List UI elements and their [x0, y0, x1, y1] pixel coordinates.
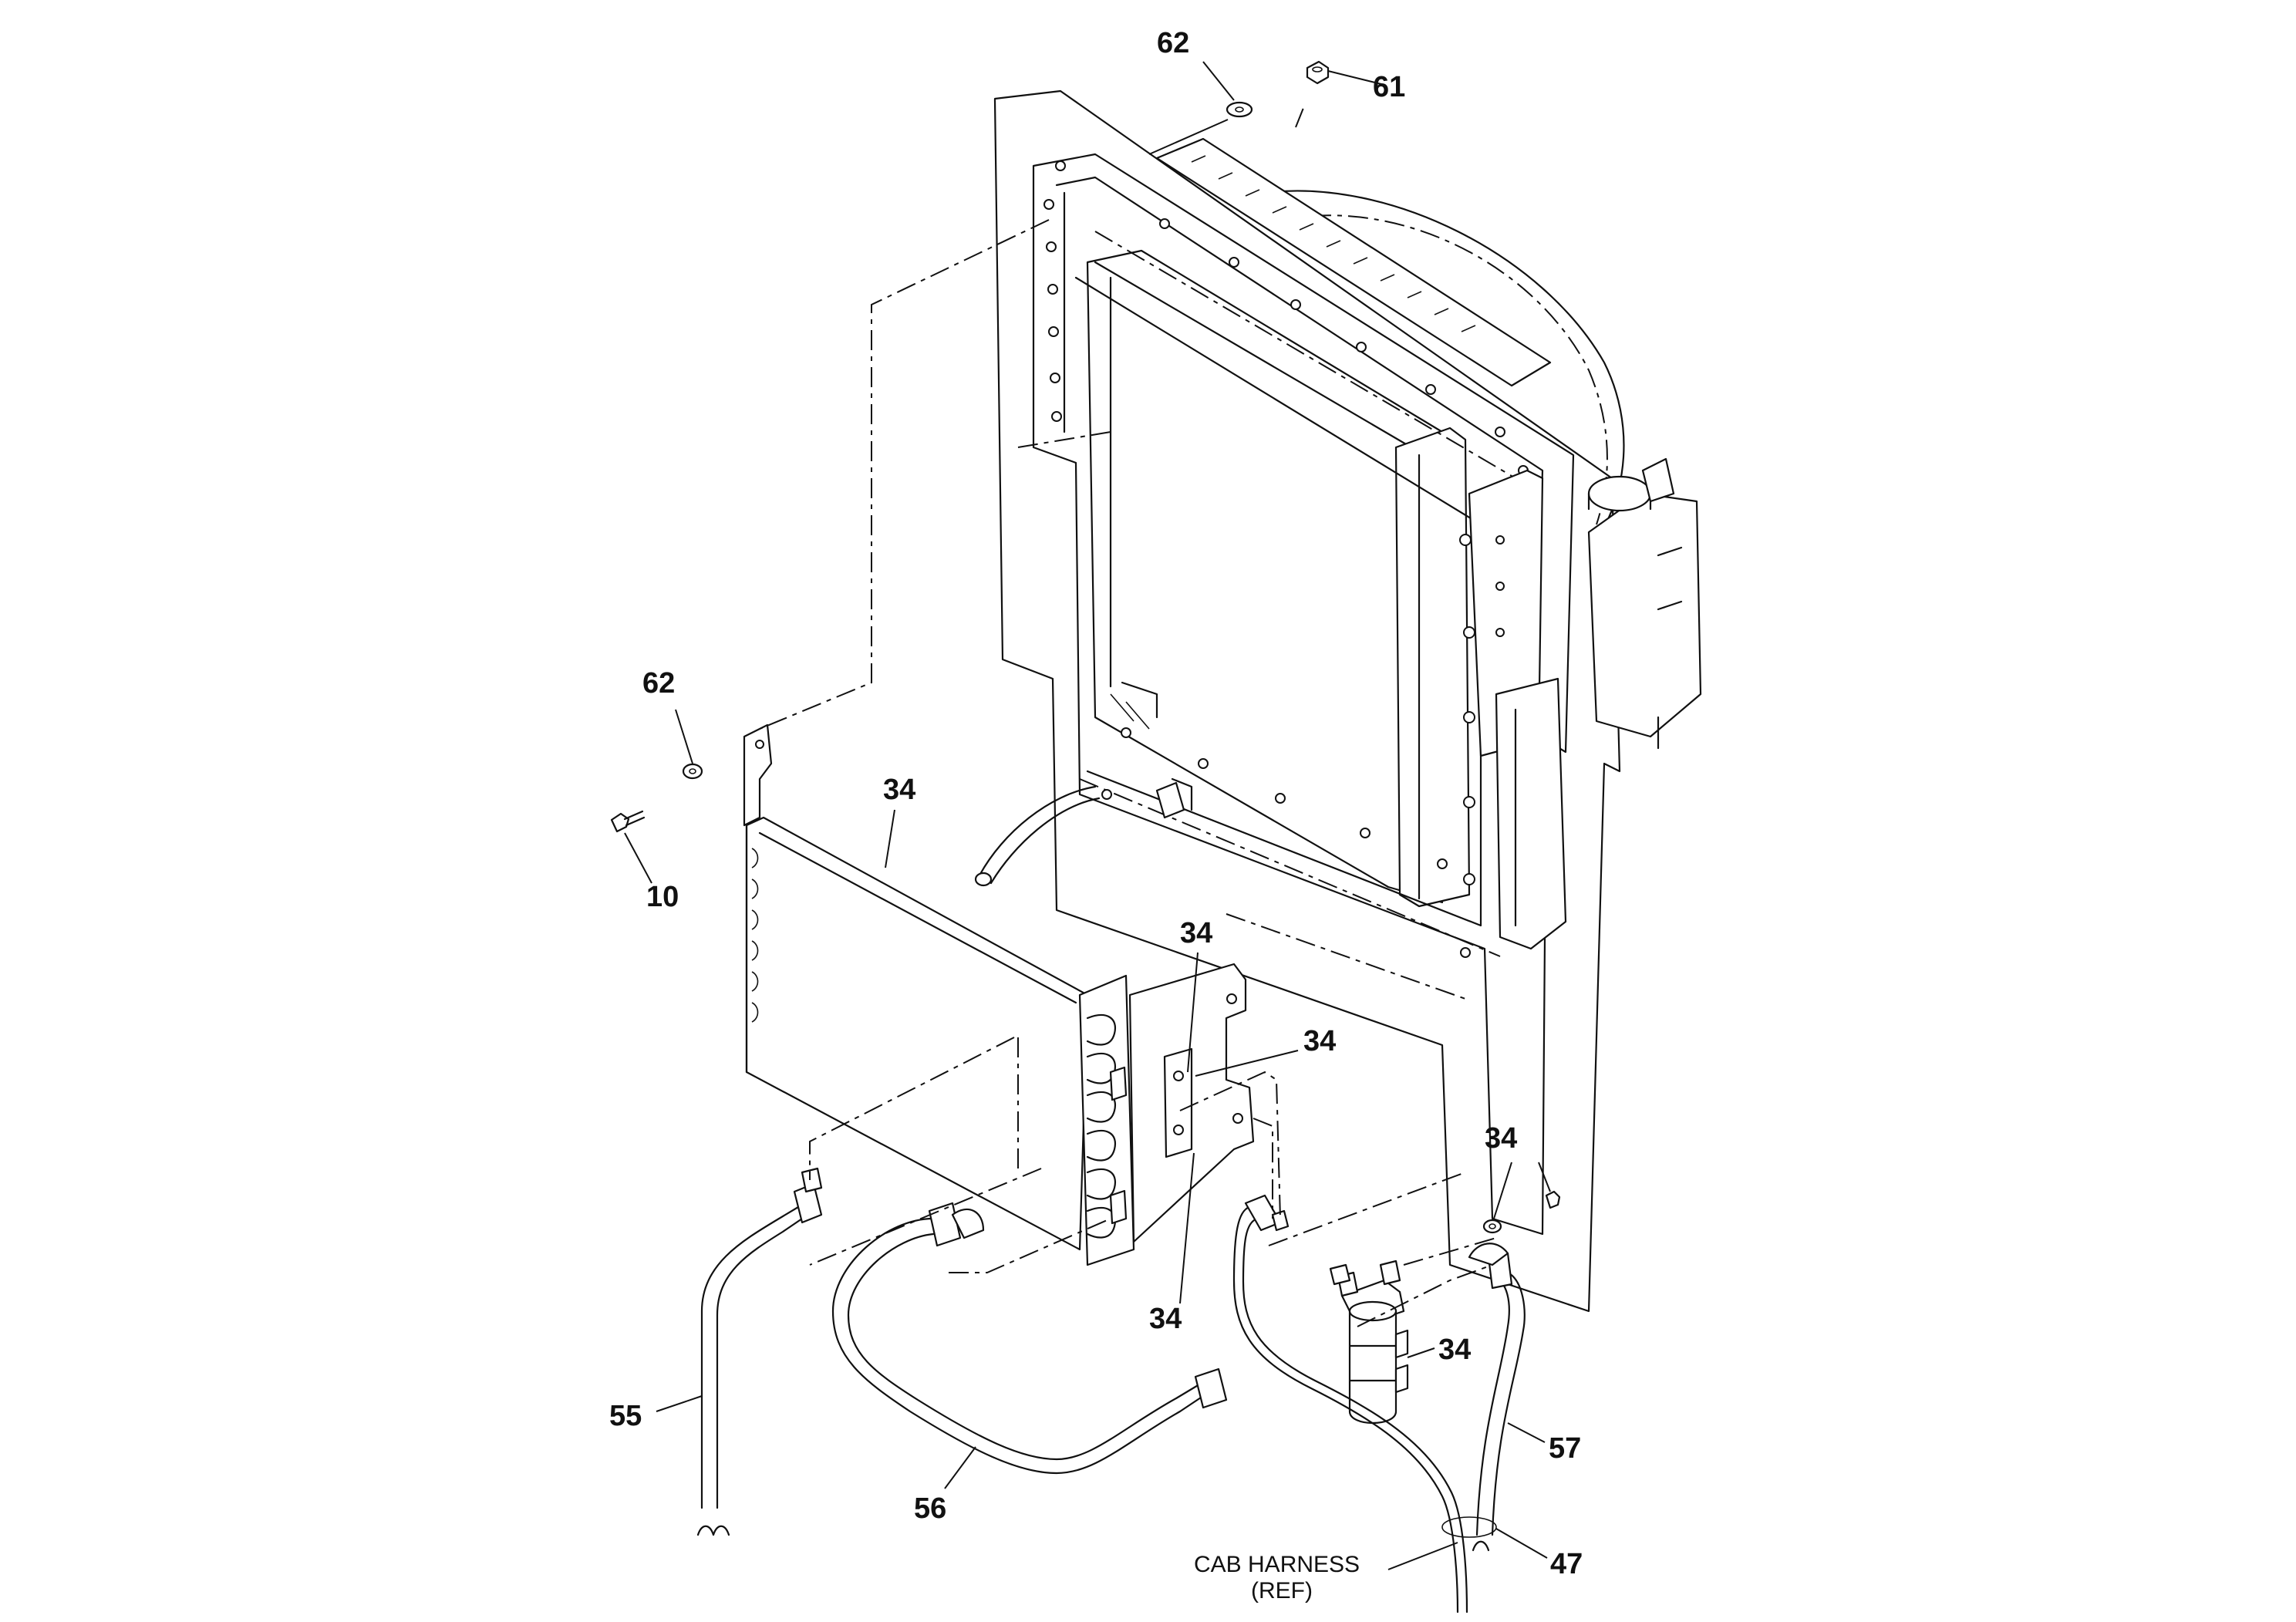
cab-harness-ref-note: (REF)	[1251, 1578, 1313, 1603]
callout-34-bracket-top: 34	[1180, 917, 1212, 949]
callout-34-bracket-bottom: 34	[1149, 1303, 1182, 1335]
callout-56: 56	[914, 1492, 946, 1525]
callout-labels: 62 61 62 10 34 34 34 34 34 34 55 56 57 4…	[609, 27, 1583, 1603]
hose-57	[1468, 1243, 1526, 1552]
return-bend-tubes	[1086, 1014, 1117, 1239]
callout-47: 47	[1550, 1548, 1583, 1580]
condenser-assembly	[743, 723, 1255, 1266]
callout-62-top: 62	[1157, 27, 1189, 59]
coolant-reservoir	[1587, 457, 1702, 750]
leader-lines	[624, 61, 1551, 1570]
washer-62-top	[1226, 101, 1253, 118]
washer-62-left	[682, 763, 703, 780]
hose-56	[831, 1202, 1228, 1475]
nut-61-top	[1306, 60, 1330, 85]
callout-55: 55	[609, 1400, 642, 1432]
callout-57: 57	[1549, 1432, 1581, 1465]
callout-34-bracket-right: 34	[1303, 1025, 1336, 1057]
callout-61: 61	[1373, 71, 1405, 103]
bolt-10-left	[610, 810, 646, 833]
callout-34-bolt-right: 34	[1485, 1122, 1517, 1155]
callout-34-condenser: 34	[883, 774, 915, 806]
callout-34-drier: 34	[1438, 1334, 1471, 1366]
receiver-drier	[1337, 1259, 1409, 1425]
top-header-fins	[1191, 155, 1476, 332]
clip-47	[1441, 1516, 1497, 1538]
cab-harness-note: CAB HARNESS	[1194, 1552, 1360, 1577]
washer-bolt-34-right	[1482, 1190, 1561, 1234]
callout-10: 10	[646, 881, 679, 913]
frame-bolts	[1043, 160, 1529, 958]
radiator-assembly	[993, 89, 1625, 1313]
hose-55	[696, 1167, 823, 1536]
assembly-centerlines	[759, 107, 1497, 1327]
callout-62-left: 62	[642, 667, 675, 700]
cab-harness-wire	[1232, 1194, 1468, 1614]
